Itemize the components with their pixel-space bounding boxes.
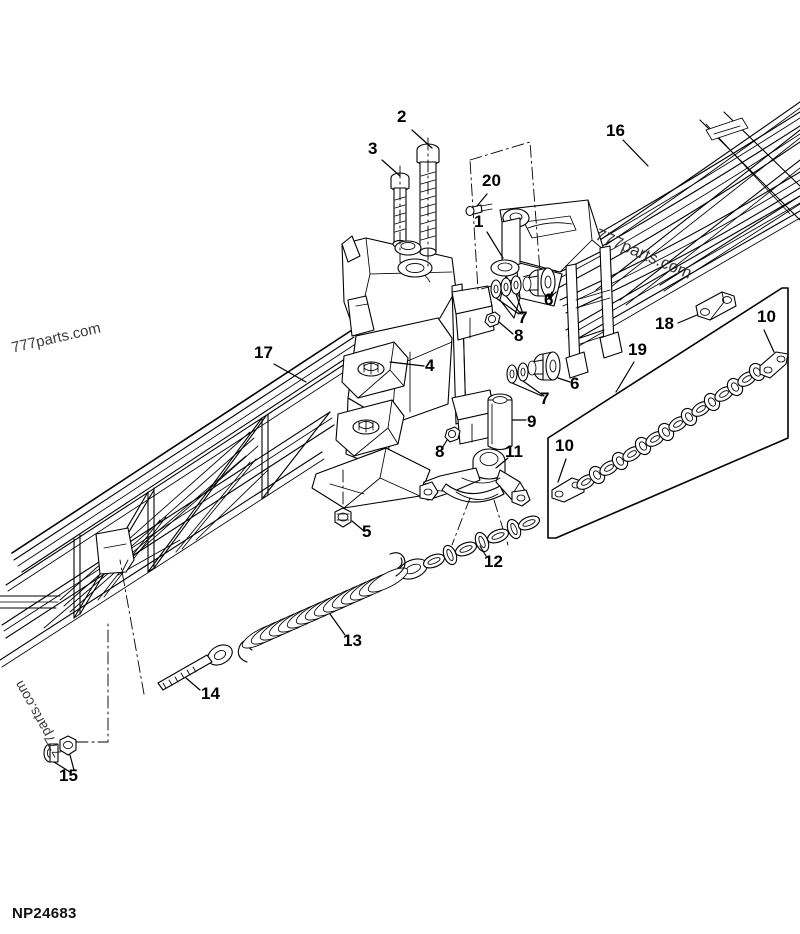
callout-1: 1 (474, 212, 484, 231)
leader-14 (185, 677, 201, 691)
centerline-11-left (451, 497, 471, 546)
callout-12: 12 (484, 552, 503, 571)
nut-lower-item-8 (444, 426, 461, 443)
centerline-14 (119, 559, 145, 695)
leader-15-2 (53, 761, 71, 773)
callout-2: 2 (397, 107, 407, 126)
leader-4 (389, 361, 425, 367)
leader-7a-2 (505, 295, 522, 315)
nut-upper-item-8 (484, 311, 501, 328)
callout-3: 3 (368, 139, 378, 158)
callout-7-lower: 7 (540, 389, 550, 408)
nut-and-washer-item-15 (43, 735, 77, 763)
washers-lower-item-7 (506, 362, 529, 384)
leader-7b-1 (511, 382, 543, 397)
part-number-label: NP24683 (12, 905, 77, 922)
leader-16 (622, 139, 649, 167)
callout-18: 18 (655, 314, 674, 333)
callout-4: 4 (425, 356, 435, 375)
leader-7b-2 (522, 380, 545, 397)
eye-bolt-item-14 (157, 644, 233, 691)
leader-18 (677, 314, 698, 324)
callout-6-lower: 6 (570, 374, 580, 393)
callout-11: 11 (505, 442, 523, 461)
callout-20: 20 (482, 171, 501, 190)
inset-chain (551, 351, 789, 503)
lock-nut-item-5 (334, 507, 352, 528)
callout-19: 19 (628, 340, 647, 359)
leader-5 (351, 520, 365, 532)
leader-13 (329, 613, 346, 636)
leader-19 (615, 361, 635, 393)
callout-9: 9 (527, 412, 537, 431)
spacer-sleeve-item-9 (487, 393, 513, 451)
callout-17: 17 (254, 343, 273, 362)
callout-5: 5 (362, 522, 372, 541)
callout-14: 14 (201, 684, 220, 703)
callout-10-left: 10 (555, 436, 574, 455)
leader-2 (411, 129, 433, 149)
callout-15: 15 (59, 766, 78, 785)
leader-11 (495, 457, 509, 469)
leader-20 (476, 193, 488, 207)
cylinder-rod-item-1 (469, 141, 541, 291)
leader-10a (763, 329, 775, 353)
leader-1 (486, 231, 504, 259)
centerline-15 (75, 619, 109, 743)
callout-13: 13 (343, 631, 362, 650)
leader-17 (273, 363, 307, 383)
leader-6b (557, 377, 571, 383)
leader-12 (479, 545, 487, 557)
callout-8-upper: 8 (514, 326, 524, 345)
leader-3 (381, 159, 401, 177)
washers-upper-item-7 (490, 275, 522, 299)
callout-8-lower: 8 (435, 442, 445, 461)
link-chain-item-12 (398, 515, 540, 580)
leader-10b (557, 458, 567, 483)
leader-6a-line (548, 291, 557, 300)
leader-7a-3 (515, 293, 524, 315)
connecting-link-item-18 (695, 291, 737, 321)
callout-16: 16 (606, 121, 625, 140)
leader-8b (440, 439, 448, 451)
callout-7-upper: 7 (518, 308, 528, 327)
leader-8a (498, 321, 514, 335)
extension-spring-item-13 (237, 552, 409, 663)
pivot-bushing-lower-item-6 (527, 351, 561, 381)
short-bolt-item-3 (390, 172, 422, 256)
main-frame-truss (0, 329, 361, 668)
callout-6-upper: 6 (544, 290, 554, 309)
leader-7a-1 (495, 297, 520, 315)
callout-10-right: 10 (757, 307, 776, 326)
leader-15-1 (69, 754, 75, 771)
